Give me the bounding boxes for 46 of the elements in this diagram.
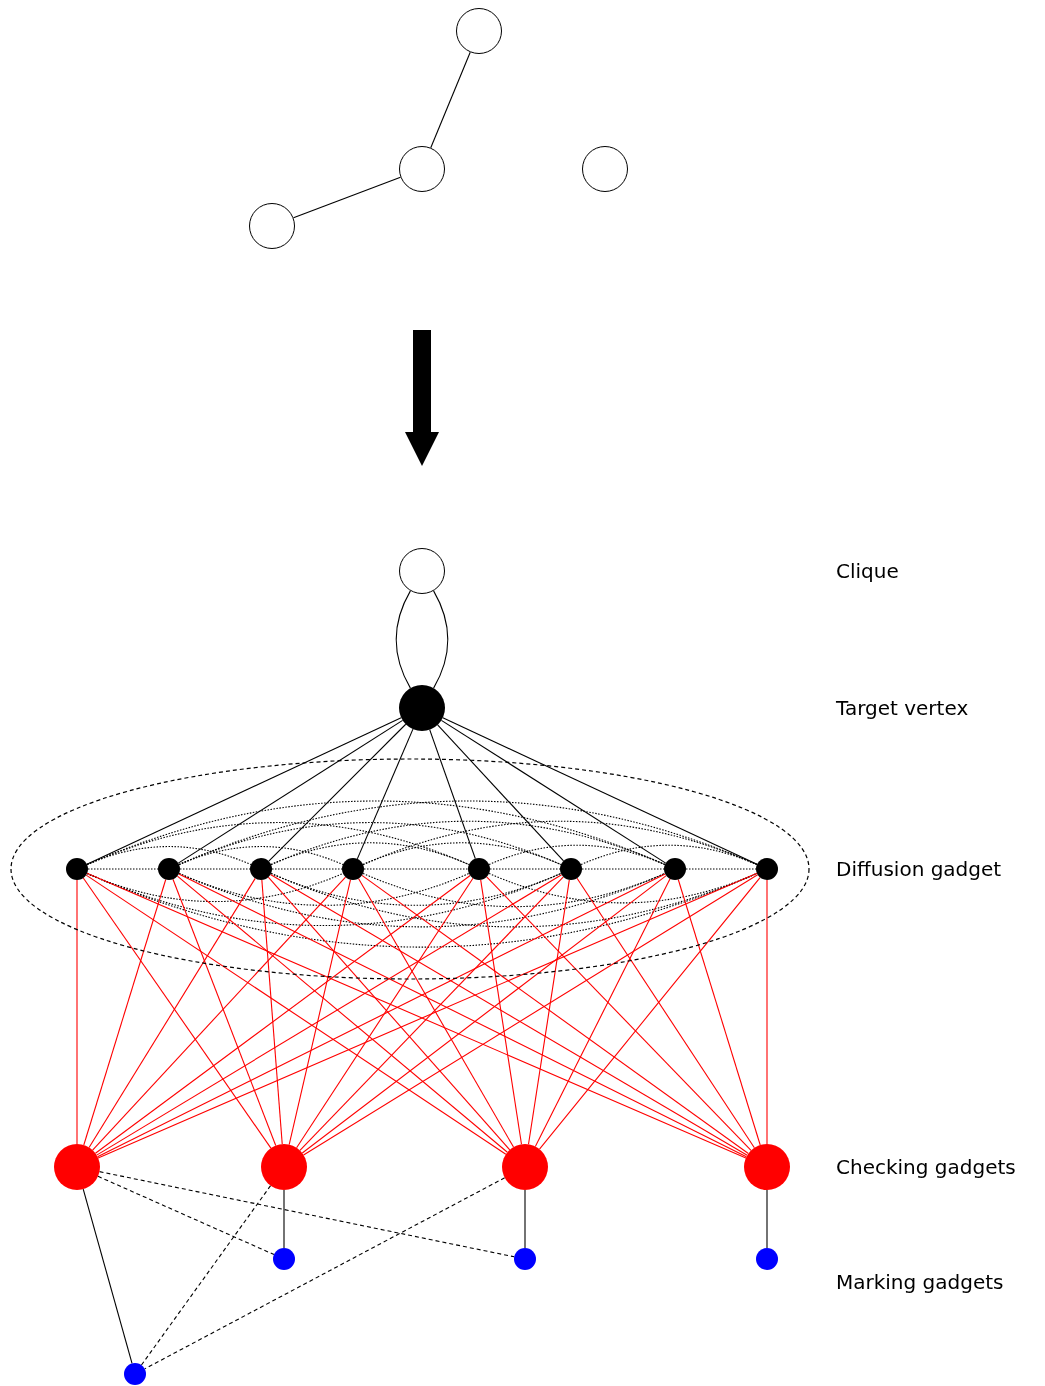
edge-line xyxy=(480,879,523,1145)
level-label: Clique xyxy=(836,559,899,583)
edge-line xyxy=(176,875,508,1153)
edge-line xyxy=(766,1189,768,1249)
edge-line xyxy=(288,879,352,1146)
edge-line xyxy=(429,729,476,860)
dashed-line xyxy=(362,872,666,908)
edge-line xyxy=(527,879,570,1145)
edge-line xyxy=(357,878,515,1148)
edge-line xyxy=(261,879,283,1145)
level-label: Target vertex xyxy=(836,696,969,720)
edge-line xyxy=(766,879,768,1145)
edge-line xyxy=(86,717,402,865)
edge-line xyxy=(486,876,752,1151)
edge-line xyxy=(361,874,749,1155)
edge-line xyxy=(301,875,667,1154)
edge-line xyxy=(356,728,414,860)
edge-line xyxy=(437,724,565,862)
edge-line xyxy=(92,876,347,1151)
edge-line xyxy=(524,1189,526,1249)
edge-line xyxy=(82,1188,133,1364)
dashed-line xyxy=(97,1175,275,1256)
edge-line xyxy=(283,1189,285,1249)
edge-line xyxy=(172,878,277,1147)
edge-line xyxy=(534,878,671,1147)
edge-line xyxy=(576,877,755,1149)
level-label: Diffusion gadget xyxy=(836,857,1002,881)
dashed-line xyxy=(99,1171,515,1258)
level-label: Checking gadgets xyxy=(836,1155,1016,1179)
edge-line xyxy=(395,590,411,689)
edge-line xyxy=(177,719,404,864)
dashed-line xyxy=(144,1177,506,1370)
gadget-ellipse xyxy=(10,758,810,980)
edge-line xyxy=(538,877,761,1150)
edge-line xyxy=(677,878,761,1146)
dashed-line xyxy=(140,1185,272,1366)
edge-line xyxy=(76,879,78,1145)
edge-line xyxy=(442,717,758,865)
edge-line xyxy=(440,719,667,864)
edge-line xyxy=(83,878,167,1146)
edge-line xyxy=(267,876,511,1151)
level-label: Marking gadgets xyxy=(836,1270,1004,1294)
edge-line xyxy=(299,876,564,1151)
edge-line xyxy=(268,723,407,862)
edge-line xyxy=(296,877,474,1149)
edge-line xyxy=(433,590,449,689)
